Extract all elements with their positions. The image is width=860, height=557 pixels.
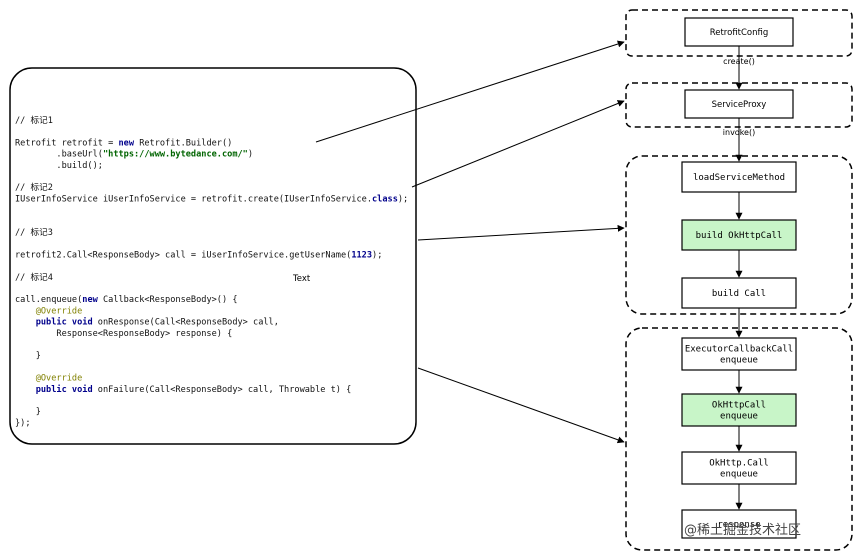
box-load-service-method-label: loadServiceMethod <box>693 173 785 183</box>
code-line: .build(); <box>15 161 103 171</box>
code-line: call.enqueue(new Callback<ResponseBody>(… <box>15 295 238 305</box>
box-executor-callback-call-frame <box>681 337 797 371</box>
box-retrofit-config-frame <box>684 17 794 47</box>
box-response: response <box>681 509 797 539</box>
box-executor-callback-call-label: enqueue <box>720 356 758 366</box>
group-frame-enqueue <box>625 327 853 551</box>
box-okhttpcall-enqueue-frame <box>681 393 797 427</box>
code-line: @Override <box>15 374 82 384</box>
code-line: IUserInfoService iUserInfoService = retr… <box>15 194 408 204</box>
box-executor-callback-call-label: ExecutorCallbackCall <box>685 345 793 355</box>
code-line: // 标记2 <box>15 181 53 193</box>
box-retrofit-config: RetrofitConfig <box>684 17 794 47</box>
box-okhttpcall-enqueue-label: enqueue <box>720 412 758 422</box>
box-build-okhttpcall-frame <box>681 219 797 251</box>
code-line: } <box>15 351 41 361</box>
group-frame-create-call <box>625 155 853 315</box>
arrow-code-to-config <box>315 40 625 143</box>
watermark: @稀土掘金技术社区 <box>684 522 801 538</box>
box-load-service-method-frame <box>681 161 797 193</box>
box-load-service-method: loadServiceMethod <box>681 161 797 193</box>
box-build-call-frame <box>681 277 797 309</box>
code-line: // 标记3 <box>15 226 53 238</box>
box-build-okhttpcall: build OkHttpCall <box>681 219 797 251</box>
code-line: public void onFailure(Call<ResponseBody>… <box>15 384 351 395</box>
box-build-call-label: build Call <box>712 289 766 299</box>
code-line: // 标记1 <box>15 114 53 126</box>
arrow-code-to-proxy <box>411 100 625 188</box>
box-service-proxy-frame <box>684 89 794 119</box>
code-line: // 标记4 <box>15 271 53 283</box>
code-line: public void onResponse(Call<ResponseBody… <box>15 317 279 328</box>
code-line: Retrofit retrofit = new Retrofit.Builder… <box>15 138 232 148</box>
edge-label-invoke: invoke() <box>723 128 755 137</box>
box-okhttp-call-enqueue-frame <box>681 451 797 485</box>
code-panel-frame <box>9 67 417 445</box>
box-response-frame <box>681 509 797 539</box>
box-service-proxy-label: ServiceProxy <box>712 100 767 110</box>
box-service-proxy: ServiceProxy <box>684 89 794 119</box>
code-line: Response<ResponseBody> response) { <box>15 329 232 339</box>
box-okhttp-call-enqueue-label: enqueue <box>720 470 758 480</box>
code-line: }); <box>15 418 31 428</box>
box-retrofit-config-label: RetrofitConfig <box>710 28 769 38</box>
arrow-code-to-enqueue <box>417 367 625 444</box>
code-line: retrofit2.Call<ResponseBody> call = iUse… <box>15 250 382 260</box>
code-text-label: Text <box>292 274 311 284</box>
box-okhttpcall-enqueue-label: OkHttpCall <box>712 401 766 411</box>
box-build-call: build Call <box>681 277 797 309</box>
edge-label-create: create() <box>723 57 755 66</box>
code-line: .baseUrl("https://www.bytedance.com/") <box>15 150 253 160</box>
code-line: @Override <box>15 306 82 316</box>
box-okhttp-call-enqueue-label: OkHttp.Call <box>709 459 769 469</box>
code-line: } <box>15 407 41 417</box>
box-response-label: response <box>717 520 760 530</box>
box-build-okhttpcall-label: build OkHttpCall <box>696 231 783 241</box>
arrow-code-to-create-call <box>417 224 625 241</box>
